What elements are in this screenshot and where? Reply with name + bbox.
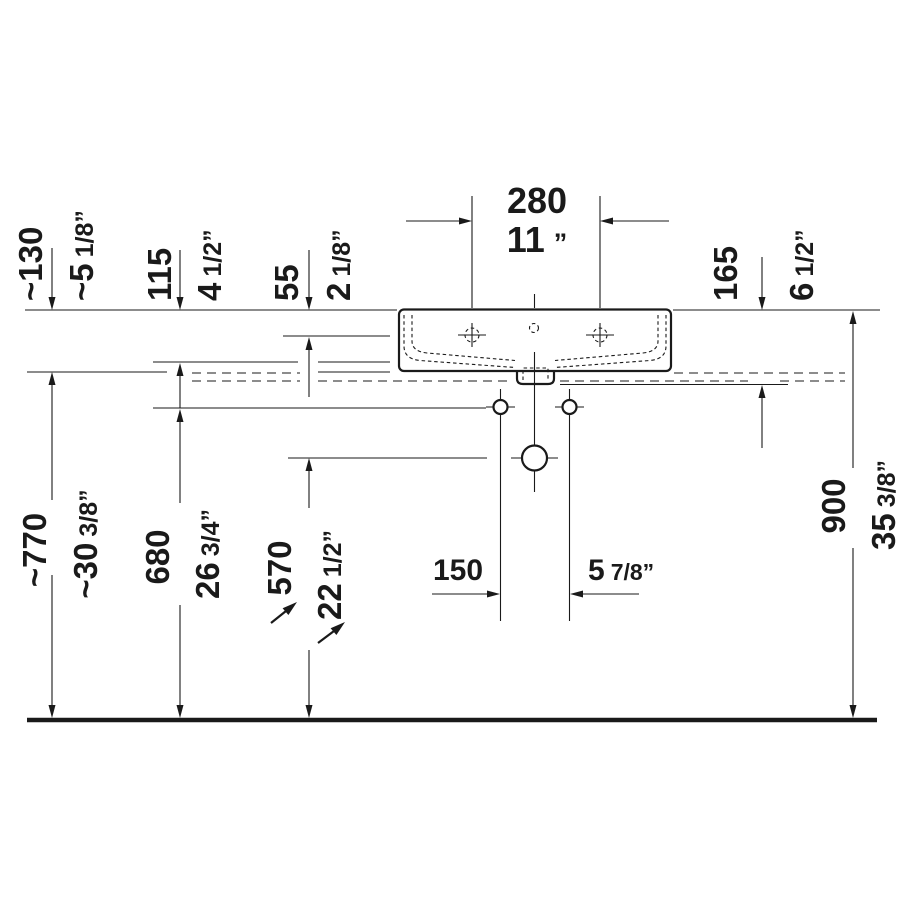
basin-inner-wall-left-inner (411, 315, 516, 362)
dim-130-inch: ~51/8” (63, 210, 100, 301)
dim-770-inch: ~303/8” (67, 489, 104, 598)
basin-inner-wall-right-inner (554, 315, 659, 362)
dim-900-inch: 353/8” (865, 460, 900, 550)
leader-arrow-570-inch (317, 622, 345, 644)
dim-570-mm: 570 (261, 540, 298, 595)
dim-770-mm: ~770 (16, 513, 53, 587)
dimension-165: 165 61/2” (707, 229, 820, 448)
dim-115-inch: 41/2” (191, 229, 228, 301)
drain-outlet (515, 367, 556, 386)
washbasin (397, 294, 673, 621)
mounting-hole-right (555, 389, 584, 621)
dimension-115-and-680: 115 41/2” 680 263/4” (139, 229, 228, 718)
mounting-hole-left (486, 389, 515, 621)
dim-280-mm: 280 (507, 180, 567, 221)
dim-680-inch: 263/4” (189, 509, 226, 599)
dimension-55-and-570: 55 21/8” 570 221/2” (261, 229, 357, 718)
dim-280-inch: 11” (507, 219, 568, 260)
overflow-hole (528, 322, 540, 334)
dim-115-mm: 115 (141, 248, 178, 301)
faucet-hole-left (458, 323, 486, 347)
dim-570-inch: 221/2” (311, 530, 348, 620)
dimension-rim-height: 900 353/8” (815, 311, 900, 718)
dimension-faucet-spacing: 280 11” (406, 180, 669, 308)
dimension-rim-to-rail-and-rail-height: ~130 ~51/8” ~770 ~303/8” (12, 210, 104, 718)
dim-150-mm: 150 (433, 554, 483, 587)
reference-lines (25, 309, 880, 723)
dim-55-inch: 21/8” (320, 229, 357, 301)
dim-55-mm: 55 (268, 264, 305, 301)
dim-165-inch: 61/2” (783, 229, 820, 301)
dim-130-mm: ~130 (12, 227, 49, 301)
drain-pipe-circle (511, 444, 558, 472)
dim-900-mm: 900 (815, 478, 852, 533)
dim-165-mm: 165 (707, 246, 744, 301)
dim-680-mm: 680 (139, 529, 176, 584)
leader-arrow-570 (270, 602, 297, 624)
faucet-hole-right (586, 323, 614, 347)
